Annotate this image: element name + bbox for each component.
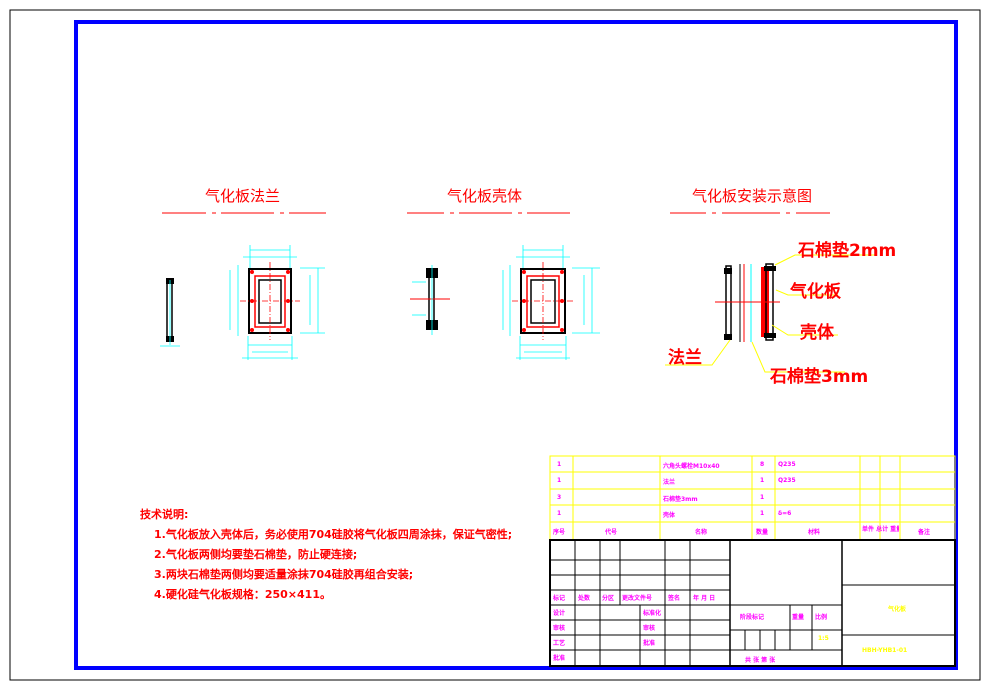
tb-drawing-no: HBH-YHB1-01 [862,647,908,654]
tb-row-design: 设计 [553,610,566,617]
flange-side-view [160,278,180,347]
flange-front-view [229,245,325,360]
callout-gasket-3mm: 石棉垫3mm [770,367,869,387]
bom-row-2-name: 法兰 [663,479,676,486]
bom-row-2-qty: 1 [760,477,765,484]
notes-heading: 技术说明: [140,508,189,521]
bom-row-1-name: 六角头螺栓M10x40 [663,463,720,470]
callout-shell: 壳体 [800,323,834,343]
bom-row-2-no: 1 [557,477,562,484]
note-line-3: 3.两块石棉垫两侧均要适量涂抹704硅胶再组合安装; [154,568,414,581]
bom-row-2-material: Q235 [778,477,796,484]
tb-stage-label: 阶段标记 [740,614,765,621]
tb-row-review: 审核 [553,625,566,632]
tb-sheet-info: 共 张 第 张 [745,657,776,664]
tb-mid-approve: 批准 [643,640,656,647]
tb-mid-standard: 标准化 [643,610,662,617]
bom-row-3-no: 3 [557,494,562,501]
bom-header-material: 材料 [808,529,821,536]
bom-row-4-qty: 1 [760,510,765,517]
bom-row-1-no: 1 [557,461,562,468]
tb-col-date: 年 月 日 [693,595,716,602]
shell-front-view [502,245,600,360]
flange-title: 气化板法兰 [205,187,281,205]
shell-title: 气化板壳体 [447,187,523,205]
tb-row-approve: 批准 [553,655,566,662]
tb-col-sign: 签名 [668,595,681,602]
bom-header-code: 代号 [605,529,618,536]
install-diagram [665,254,875,373]
bom-row-4-no: 1 [557,510,562,517]
note-line-2: 2.气化板两侧均要垫石棉垫，防止硬连接; [154,548,358,561]
tb-col-count: 处数 [578,595,591,602]
tb-mid-review: 审核 [643,625,656,632]
callout-gasket-2mm: 石棉垫2mm [798,241,897,261]
technical-notes: 技术说明: 1.气化板放入壳体后，务必使用704硅胶将气化板四周涂抹，保证气密性… [140,505,512,605]
bom-row-4-name: 壳体 [663,512,676,519]
bom-header-no: 序号 [553,529,566,536]
callout-plate: 气化板 [790,282,841,302]
tb-col-mark: 标记 [553,595,566,602]
tb-col-change-doc: 更改文件号 [622,595,653,602]
title-block [549,539,956,667]
note-line-1: 1.气化板放入壳体后，务必使用704硅胶将气化板四周涂抹，保证气密性; [154,528,513,541]
bom-header-remarks: 备注 [918,529,931,536]
note-line-4: 4.硬化硅气化板规格：250×411。 [154,588,331,601]
tb-weight-label: 重量 [792,614,805,621]
bom-header-qty: 数量 [756,529,769,536]
tb-row-process: 工艺 [553,640,566,647]
tb-drawing-name: 气化板 [888,606,907,613]
callout-flange: 法兰 [668,348,702,368]
tb-scale-value: 1:5 [818,635,829,642]
shell-side-view [410,265,450,335]
bom-header-name: 名称 [695,529,708,536]
outer-border [9,9,981,681]
drawing-frame [74,20,958,670]
bom-table [549,455,956,541]
tb-scale-label: 比例 [815,614,828,621]
bom-row-3-name: 石棉垫3mm [663,496,698,503]
install-title: 气化板安装示意图 [692,187,813,205]
bom-row-4-material: δ=6 [778,510,792,517]
bom-header-weight: 单件 总计 重量 [862,526,899,533]
tb-col-zone: 分区 [602,595,615,602]
bom-row-1-material: Q235 [778,461,796,468]
bom-row-3-qty: 1 [760,494,765,501]
bom-row-1-qty: 8 [760,461,765,468]
